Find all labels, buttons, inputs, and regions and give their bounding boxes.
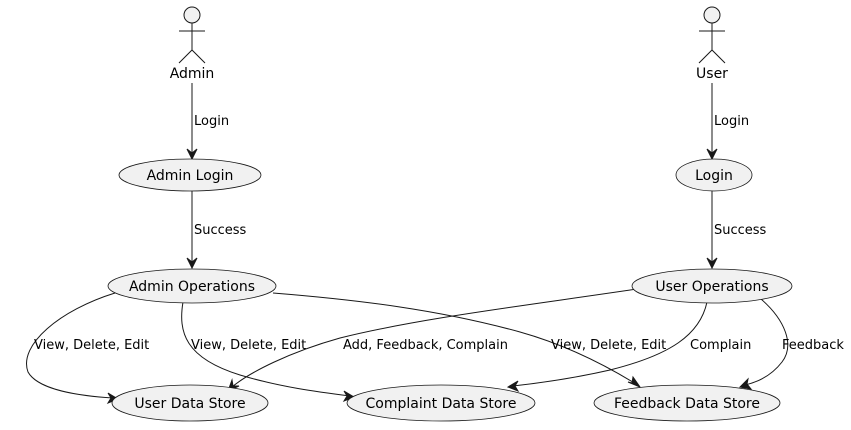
edge-label-admin-feedback-data: View, Delete, Edit	[551, 338, 666, 353]
usecase-user-operations-label: User Operations	[655, 279, 768, 295]
edge-admin-login-to-admin-operations: Success	[186, 190, 247, 270]
edge-admin-ops-to-user-data: View, Delete, Edit	[26, 292, 149, 405]
edge-login-to-user-operations: Success	[706, 190, 767, 270]
usecase-user-operations-shape	[631, 268, 793, 304]
usecase-feedback-data-store[interactable]: Feedback Data Store	[593, 384, 781, 422]
usecase-admin-login-shape	[118, 158, 262, 192]
actor-user-label: User	[696, 66, 728, 82]
actor-user-legs	[698, 49, 726, 64]
edge-user-to-login: Login	[706, 83, 749, 161]
edge-label-admin-success: Success	[194, 223, 247, 238]
edge-label-admin-login: Login	[194, 114, 229, 129]
usecase-admin-login-label: Admin Login	[147, 168, 234, 184]
edge-line	[272, 292, 637, 385]
actor-user[interactable]: User	[696, 6, 728, 82]
usecase-user-data-store[interactable]: User Data Store	[111, 384, 269, 422]
usecase-admin-operations-label: Admin Operations	[129, 279, 255, 295]
usecase-user-operations[interactable]: User Operations	[631, 268, 793, 304]
edge-label-admin-user-data: View, Delete, Edit	[34, 338, 149, 353]
usecase-login-label: Login	[695, 168, 733, 184]
edge-line	[512, 301, 708, 387]
usecase-user-data-store-shape	[111, 384, 269, 422]
edge-label-user-complaint-data: Complain	[690, 338, 751, 353]
usecase-complaint-data-store-shape	[346, 384, 536, 422]
arrow-head	[627, 375, 642, 389]
usecase-admin-operations[interactable]: Admin Operations	[107, 268, 277, 304]
actor-admin[interactable]: Admin	[170, 6, 215, 82]
usecase-feedback-data-store-label: Feedback Data Store	[614, 396, 760, 412]
arrow-head	[106, 392, 120, 405]
edge-admin-to-admin-login: Login	[186, 83, 229, 161]
arrow-head	[186, 148, 198, 161]
arrow-head	[706, 257, 718, 270]
actor-user-head	[703, 6, 721, 24]
edge-user-ops-to-feedback-data: Feedback	[738, 298, 844, 390]
edge-label-user-success: Success	[714, 223, 767, 238]
edge-user-ops-to-complaint-data: Complain	[506, 301, 751, 393]
usecase-login-shape	[675, 158, 753, 192]
edge-admin-ops-to-feedback-data: View, Delete, Edit	[272, 292, 666, 389]
edge-line	[26, 292, 116, 399]
usecase-complaint-data-store-label: Complaint Data Store	[366, 396, 517, 412]
edge-user-ops-to-user-data: Add, Feedback, Complain	[227, 288, 638, 392]
edge-label-admin-complaint-data: View, Delete, Edit	[191, 338, 306, 353]
edge-line	[181, 301, 351, 397]
actor-admin-label: Admin	[170, 66, 215, 82]
edge-label-user-user-data: Add, Feedback, Complain	[343, 338, 508, 353]
edge-line	[744, 298, 789, 386]
usecase-complaint-data-store[interactable]: Complaint Data Store	[346, 384, 536, 422]
edge-label-user-login: Login	[714, 114, 749, 129]
usecase-user-data-store-label: User Data Store	[134, 396, 245, 412]
arrow-head	[342, 390, 356, 403]
arrow-head	[706, 148, 718, 161]
arrow-head	[738, 377, 753, 390]
arrow-head	[186, 257, 198, 270]
edge-admin-ops-to-complaint-data: View, Delete, Edit	[181, 301, 356, 403]
actor-admin-legs	[178, 49, 206, 64]
usecase-feedback-data-store-shape	[593, 384, 781, 422]
usecase-admin-login[interactable]: Admin Login	[118, 158, 262, 192]
actor-admin-head	[183, 6, 201, 24]
arrow-head	[506, 380, 520, 393]
edge-line	[231, 288, 638, 388]
edge-label-user-feedback-data: Feedback	[782, 338, 844, 353]
usecase-login[interactable]: Login	[675, 158, 753, 192]
usecase-admin-operations-shape	[107, 268, 277, 304]
